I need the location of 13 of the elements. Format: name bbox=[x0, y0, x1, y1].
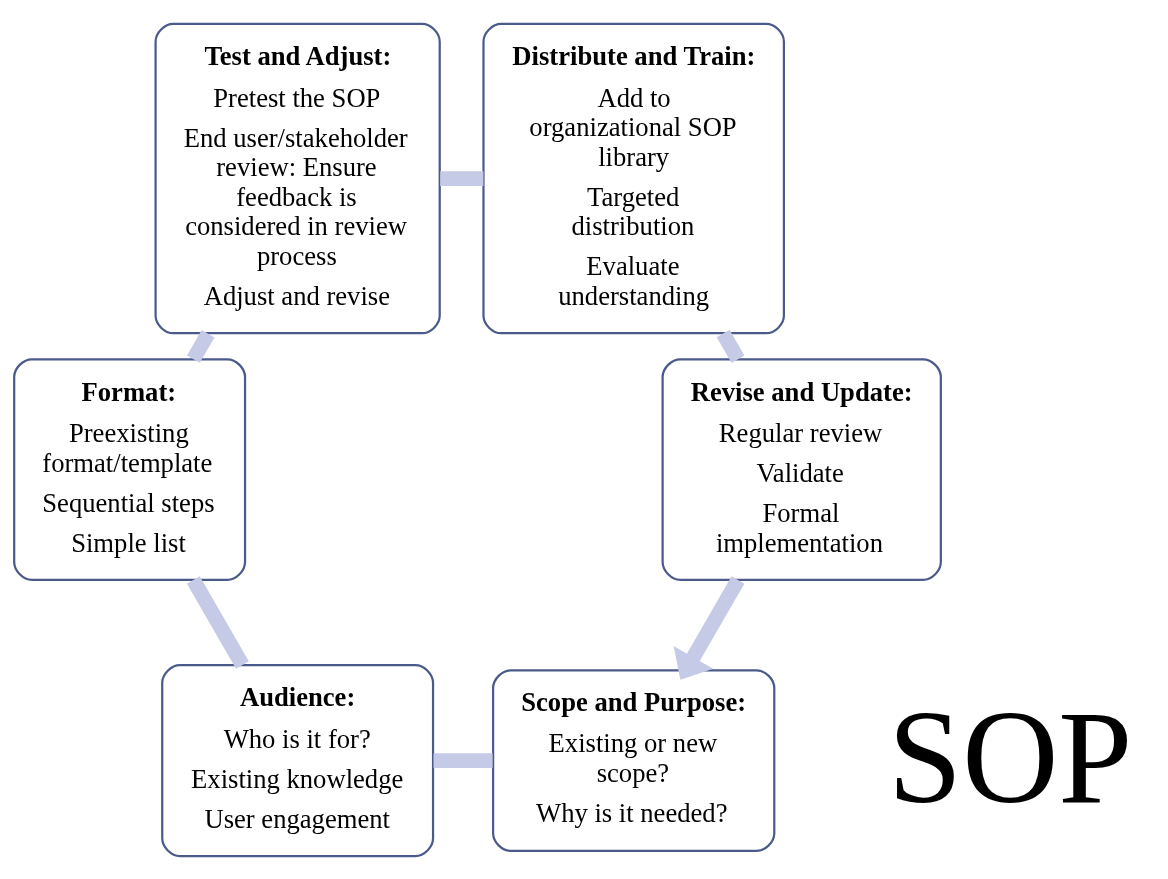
connector bbox=[186, 575, 249, 669]
node-box: Audience: Who is it for? Existing knowledge User engagement bbox=[161, 663, 435, 857]
connector bbox=[433, 752, 493, 768]
arrow bbox=[673, 575, 745, 680]
connector bbox=[187, 329, 215, 363]
node-box: Distribute and Train: Add to organizational SOP library Targeted distribution Evaluate understanding bbox=[482, 22, 785, 334]
connector bbox=[440, 170, 484, 186]
node-box: Scope and Purpose: Existing or new scope? Why is it needed? bbox=[492, 668, 776, 852]
connector bbox=[716, 329, 745, 363]
node-box: Revise and Update: Regular review Validate Formal implementation bbox=[661, 357, 942, 581]
node-box: Test and Adjust: Pretest the SOP End user/stakeholder review: Ensure feedback is considered in review process Adjust and revise bbox=[154, 22, 441, 334]
label: SOP bbox=[888, 682, 1133, 831]
node-box: Format: Preexisting format/template Sequential steps Simple list bbox=[13, 357, 247, 581]
